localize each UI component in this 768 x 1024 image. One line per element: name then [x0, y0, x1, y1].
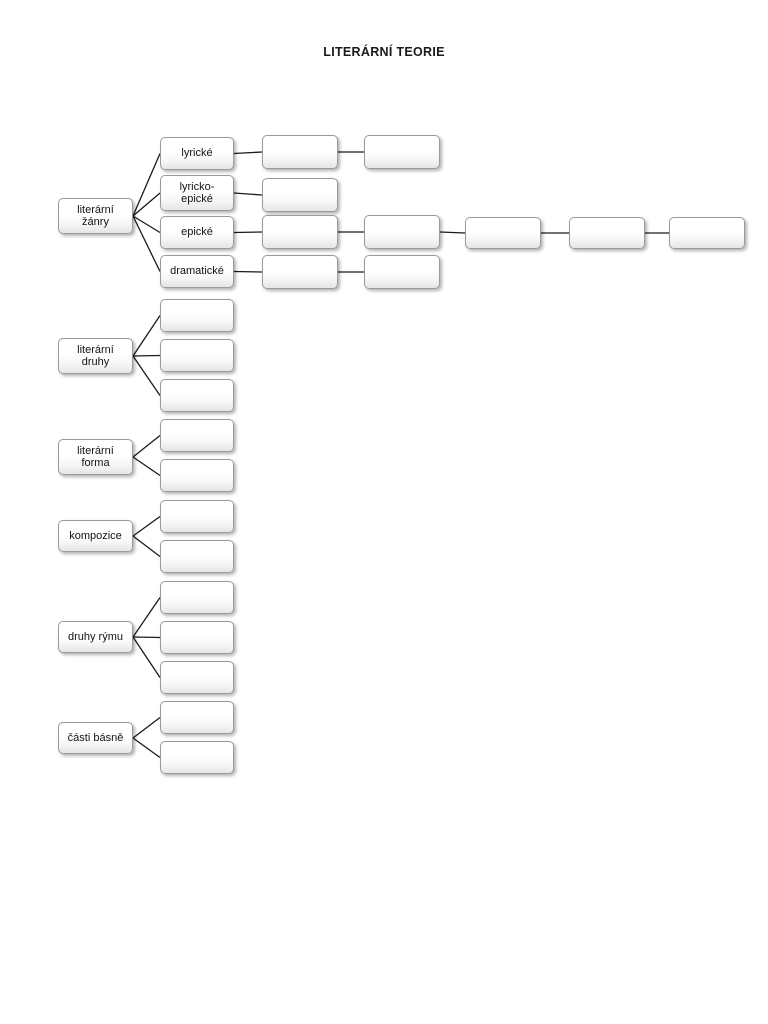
node-dramaticke-c4[interactable] [364, 255, 440, 289]
node-basen-blank-1[interactable] [160, 701, 234, 734]
connector-root-literarni-forma-to-node-forma-blank-1 [132, 434, 161, 458]
node-lyricko-epicke[interactable]: lyricko- epické [160, 175, 234, 211]
root-literarni-druhy[interactable]: literární druhy [58, 338, 133, 374]
connector-node-epicke-c4-to-node-epicke-c5 [439, 231, 466, 234]
connector-root-casti-basne-to-node-basen-blank-2 [132, 737, 161, 759]
connector-root-kompozice-to-node-kompozice-blank-2 [132, 535, 161, 558]
root-druhy-rymu[interactable]: druhy rýmu [58, 621, 133, 653]
node-epicke-c7[interactable] [669, 217, 745, 249]
node-epicke[interactable]: epické [160, 216, 234, 249]
connector-root-literarni-zanry-to-node-epicke [132, 215, 161, 234]
node-rymy-blank-3[interactable] [160, 661, 234, 694]
connector-root-literarni-forma-to-node-forma-blank-2 [132, 456, 161, 477]
connector-node-dramaticke-to-node-dramaticke-c3 [233, 270, 263, 273]
node-epicke-c4[interactable] [364, 215, 440, 249]
connector-root-kompozice-to-node-kompozice-blank-1 [132, 515, 161, 537]
connector-root-literarni-zanry-to-node-lyricko-epicke [132, 192, 161, 217]
connector-node-lyricke-to-node-lyricke-c3 [233, 151, 263, 155]
node-forma-blank-1[interactable] [160, 419, 234, 452]
root-casti-basne[interactable]: části básně [58, 722, 133, 754]
connector-node-lyricko-epicke-to-node-lyricko-epicke-c3 [233, 192, 263, 196]
node-epicke-c6[interactable] [569, 217, 645, 249]
connector-root-literarni-druhy-to-node-druhy-blank-3 [132, 355, 161, 396]
node-forma-blank-2[interactable] [160, 459, 234, 492]
node-lyricke-c3[interactable] [262, 135, 338, 169]
connector-root-druhy-rymu-to-node-rymy-blank-2 [132, 636, 161, 639]
connector-root-literarni-druhy-to-node-druhy-blank-1 [132, 315, 161, 357]
node-lyricke[interactable]: lyrické [160, 137, 234, 170]
node-kompozice-blank-2[interactable] [160, 540, 234, 573]
node-kompozice-blank-1[interactable] [160, 500, 234, 533]
node-basen-blank-2[interactable] [160, 741, 234, 774]
connector-root-literarni-zanry-to-node-lyricke [132, 153, 161, 217]
connector-root-literarni-zanry-to-node-dramaticke [132, 215, 161, 272]
root-literarni-zanry[interactable]: literární žánry [58, 198, 133, 234]
node-dramaticke-c3[interactable] [262, 255, 338, 289]
node-epicke-c3[interactable] [262, 215, 338, 249]
node-druhy-blank-1[interactable] [160, 299, 234, 332]
node-dramaticke[interactable]: dramatické [160, 255, 234, 288]
connector-root-druhy-rymu-to-node-rymy-blank-3 [132, 636, 161, 678]
page-title: LITERÁRNÍ TEORIE [323, 45, 445, 59]
root-kompozice[interactable]: kompozice [58, 520, 133, 552]
connector-root-druhy-rymu-to-node-rymy-blank-1 [132, 597, 161, 638]
node-lyricko-epicke-c3[interactable] [262, 178, 338, 212]
connector-root-literarni-druhy-to-node-druhy-blank-2 [132, 354, 161, 357]
node-rymy-blank-2[interactable] [160, 621, 234, 654]
node-druhy-blank-2[interactable] [160, 339, 234, 372]
node-lyricke-c4[interactable] [364, 135, 440, 169]
node-druhy-blank-3[interactable] [160, 379, 234, 412]
node-epicke-c5[interactable] [465, 217, 541, 249]
connector-node-epicke-to-node-epicke-c3 [233, 231, 263, 234]
node-rymy-blank-1[interactable] [160, 581, 234, 614]
root-literarni-forma[interactable]: literární forma [58, 439, 133, 475]
connector-root-casti-basne-to-node-basen-blank-1 [132, 716, 161, 739]
